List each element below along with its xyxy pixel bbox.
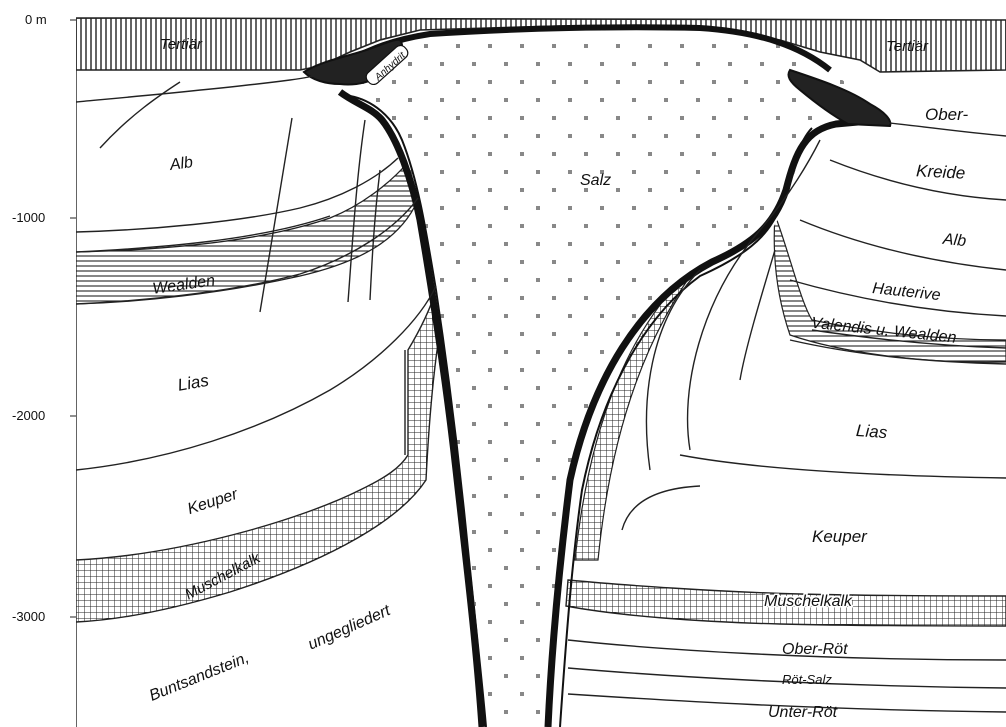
unit-label-ungegliedert: ungegliedert	[306, 602, 394, 654]
unit-label-keuper-right: Keuper	[812, 527, 868, 546]
salt-core-label: Salz	[580, 172, 611, 189]
unit-label-muschelkalk-right: Muschelkalk	[764, 593, 853, 610]
unit-label-unter-rot: Unter-Röt	[768, 704, 838, 721]
unit-label-ober-rot: Ober-Röt	[782, 641, 848, 658]
depth-tick: -2000	[12, 408, 76, 423]
depth-axis: 0 m -1000 -2000 -3000	[12, 12, 76, 624]
depth-tick-label: 0 m	[25, 12, 47, 27]
unit-label-buntsandstein: Buntsandstein,	[147, 649, 252, 704]
unit-label-ober-kreide-1: Ober-	[925, 105, 968, 124]
unit-label-ober-kreide-2: Kreide	[916, 161, 966, 183]
depth-tick: 0 m	[25, 12, 76, 27]
depth-tick: -1000	[12, 210, 76, 225]
unit-label-tertiar-right: Tertiär	[886, 38, 929, 55]
depth-tick-label: -2000	[12, 408, 45, 423]
unit-label-lias-left: Lias	[176, 371, 211, 395]
unit-label-alb-left: Alb	[168, 154, 194, 174]
unit-label-lias-right: Lias	[855, 421, 888, 442]
unit-label-rot-salz: Röt-Salz	[782, 672, 832, 687]
left-muschelkalk-band	[76, 290, 440, 622]
depth-tick-label: -1000	[12, 210, 45, 225]
unit-label-alb-right: Alb	[941, 231, 967, 250]
unit-label-tertiar-left: Tertiär	[160, 36, 203, 53]
depth-tick-label: -3000	[12, 609, 45, 624]
unit-label-keuper-left: Keuper	[186, 486, 241, 518]
depth-tick: -3000	[12, 609, 76, 624]
unit-label-hauterive: Hauterive	[871, 280, 941, 304]
